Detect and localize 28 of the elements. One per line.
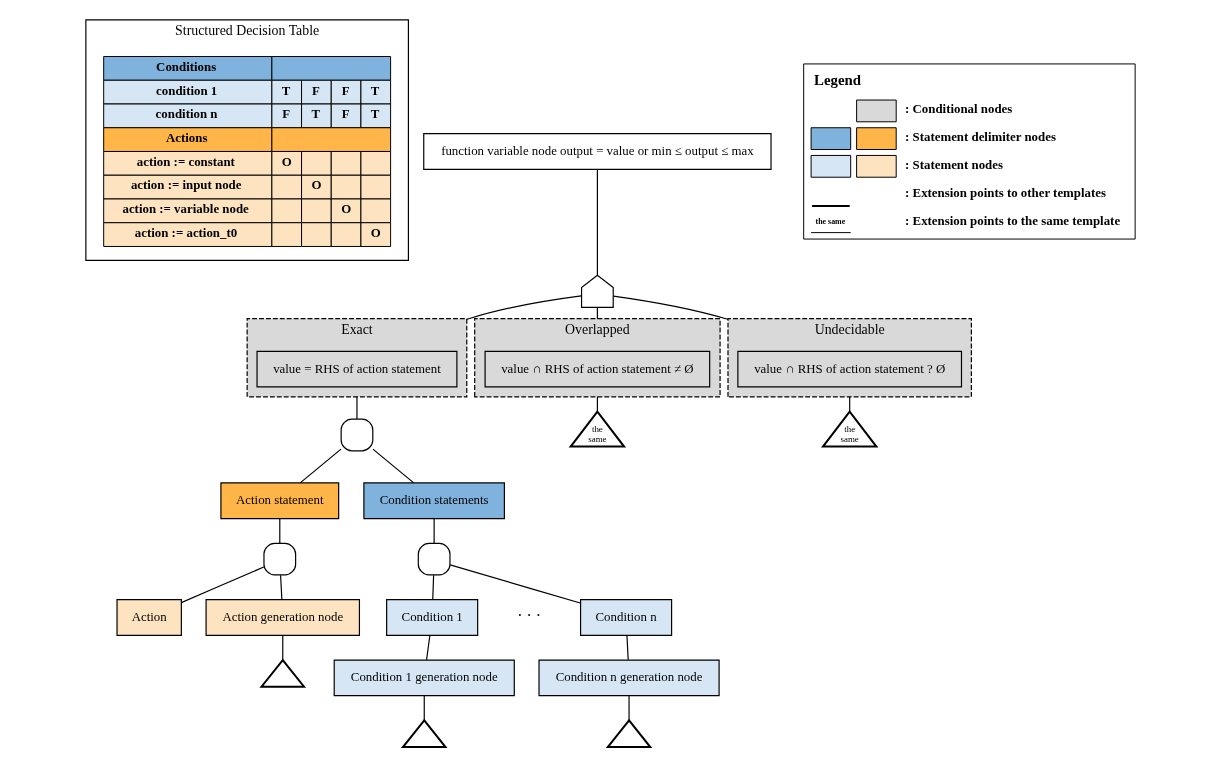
label: action := constant: [136, 154, 235, 169]
legend-label: : Extension points to other templates: [904, 186, 1106, 201]
legend-label: : Extension points to the same template: [904, 214, 1120, 229]
label: F: [341, 107, 349, 122]
legend-label: : Statement delimiter nodes: [904, 130, 1056, 144]
label: Conditions: [155, 59, 216, 74]
legend-label: : Conditional nodes: [904, 102, 1012, 117]
label: T: [281, 83, 290, 98]
label: F: [311, 83, 320, 98]
label: Legend: [813, 72, 861, 89]
label: F: [341, 83, 349, 98]
label: O: [310, 178, 321, 193]
label: · · ·: [516, 607, 541, 625]
label: action := variable node: [121, 202, 249, 217]
label: F: [281, 107, 290, 122]
label: condition 1: [155, 83, 217, 98]
label: the same: [815, 216, 845, 226]
label: O: [340, 202, 351, 217]
label: T: [310, 107, 320, 122]
legend-label: : Statement nodes: [904, 157, 1003, 172]
label: condition n: [155, 107, 217, 122]
label: Actions: [165, 130, 207, 145]
label: O: [370, 225, 381, 240]
label: T: [370, 83, 379, 98]
label: O: [281, 154, 292, 169]
label: action := input node: [130, 178, 241, 193]
label: action := action_t0: [134, 225, 237, 240]
label: T: [370, 107, 379, 122]
